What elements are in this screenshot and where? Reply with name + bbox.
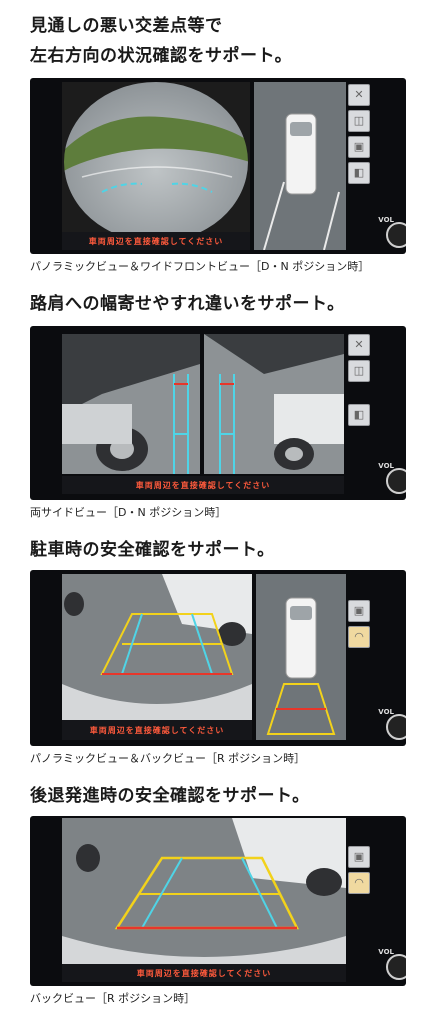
car-top-button[interactable]: ▣ [348, 600, 370, 622]
close-button[interactable]: ✕ [348, 334, 370, 356]
close-icon: ✕ [354, 88, 364, 101]
section3-caption: パノラミックビュー＆バックビュー［R ポジション時］ [30, 752, 306, 765]
camera-view-button[interactable]: ◫ [348, 360, 370, 382]
volume-knob[interactable] [386, 954, 406, 980]
sound-button[interactable]: ◠ [348, 872, 370, 894]
side-button-column: ✕ ◫ ◧ [348, 334, 370, 430]
sound-icon: ◠ [354, 876, 364, 889]
section2-heading: 路肩への幅寄せやすれ違いをサポート。 [30, 294, 345, 314]
car-top-icon: ▣ [353, 604, 365, 617]
wide-front-camera-image [62, 82, 250, 232]
warning-bar [62, 964, 346, 982]
right-side-camera-view [204, 334, 344, 474]
warning-bar [62, 232, 250, 250]
camera-side-button[interactable]: ◧ [348, 404, 370, 426]
sound-icon: ◠ [354, 630, 364, 643]
sound-button[interactable]: ◠ [348, 626, 370, 648]
panoramic-top-image [254, 82, 346, 250]
car-top-icon: ▣ [353, 140, 365, 153]
car-top-button[interactable]: ▣ [348, 846, 370, 868]
wide-front-camera-view [62, 82, 250, 232]
section1-heading-line2: 左右方向の状況確認をサポート。 [30, 46, 293, 66]
volume-knob[interactable] [386, 468, 406, 494]
panoramic-top-image [256, 574, 346, 740]
left-side-camera-view [62, 334, 200, 474]
side-button-column: ✕ ◫ ▣ ◧ [348, 84, 370, 188]
right-side-camera-image [204, 334, 344, 474]
car-top-button[interactable]: ▣ [348, 136, 370, 158]
side-button-column: ▣ ◠ [348, 600, 370, 652]
both-side-view-screen: 車両周辺を直接確認してください ✕ ◫ ◧ VOL [30, 326, 406, 500]
warning-text: 車両周辺を直接確認してください [89, 726, 225, 735]
warning-text: 車両周辺を直接確認してください [136, 969, 272, 978]
camera-view-button[interactable]: ◫ [348, 110, 370, 132]
panoramic-back-view-screen: 車両周辺を直接確認してください ▣ ◠ VOL [30, 570, 406, 746]
section4-heading: 後退発進時の安全確認をサポート。 [30, 786, 310, 806]
camera-side-icon: ◧ [353, 166, 365, 179]
panoramic-top-view [256, 574, 346, 740]
camera-side-icon: ◧ [353, 408, 365, 421]
left-side-camera-image [62, 334, 200, 474]
vol-label: VOL [378, 948, 394, 956]
vol-label: VOL [378, 462, 394, 470]
side-button-column: ▣ ◠ [348, 846, 370, 898]
back-camera-view [62, 574, 252, 720]
warning-bar [62, 476, 344, 494]
car-top-icon: ▣ [353, 850, 365, 863]
volume-knob[interactable] [386, 714, 406, 740]
warning-text: 車両周辺を直接確認してください [135, 481, 271, 490]
section1-caption: パノラミックビュー＆ワイドフロントビュー［D・N ポジション時］ [30, 260, 370, 273]
panoramic-wide-front-view-screen: 車両周辺を直接確認してください ✕ ◫ ▣ ◧ VOL [30, 78, 406, 254]
vol-label: VOL [378, 216, 394, 224]
section2-caption: 両サイドビュー［D・N ポジション時］ [30, 506, 227, 519]
warning-bar [62, 720, 252, 740]
camera-view-icon: ◫ [353, 114, 365, 127]
camera-view-icon: ◫ [353, 364, 365, 377]
vol-label: VOL [378, 708, 394, 716]
section4-caption: バックビュー［R ポジション時］ [30, 992, 196, 1005]
section1-heading-line1: 見通しの悪い交差点等で [30, 16, 223, 36]
back-camera-image [62, 574, 252, 720]
close-icon: ✕ [354, 338, 364, 351]
back-view-screen: 車両周辺を直接確認してください ▣ ◠ VOL [30, 816, 406, 986]
camera-side-button[interactable]: ◧ [348, 162, 370, 184]
panoramic-top-view [254, 82, 346, 250]
back-camera-view [62, 818, 346, 964]
warning-text: 車両周辺を直接確認してください [88, 237, 224, 246]
close-button[interactable]: ✕ [348, 84, 370, 106]
section3-heading: 駐車時の安全確認をサポート。 [30, 540, 275, 560]
volume-knob[interactable] [386, 222, 406, 248]
back-camera-image [62, 818, 346, 964]
